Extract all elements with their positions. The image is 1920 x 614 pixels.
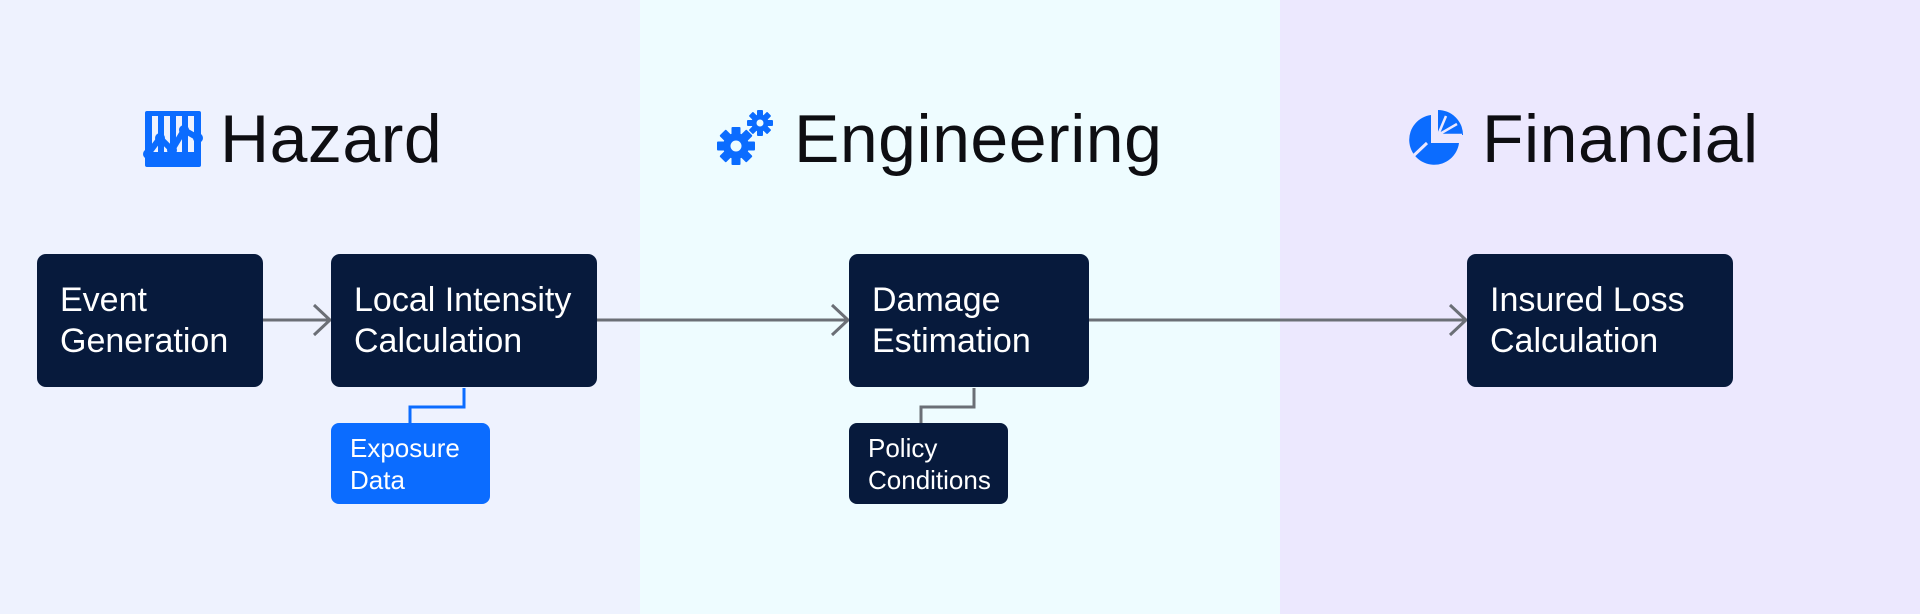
- local-intensity-label: Local Intensity Calculation: [354, 280, 572, 360]
- financial-header: Financial: [1404, 96, 1759, 182]
- damage-estimation-label: Damage Estimation: [872, 280, 1031, 360]
- exposure-data-box[interactable]: Exposure Data: [331, 423, 490, 504]
- event-generation-label: Event Generation: [60, 280, 229, 360]
- damage-estimation-box[interactable]: Damage Estimation: [849, 254, 1089, 387]
- hazard-chart-icon: [143, 111, 203, 167]
- local-intensity-box[interactable]: Local Intensity Calculation: [331, 254, 597, 387]
- pie-chart-icon: [1407, 110, 1463, 165]
- policy-conditions-box[interactable]: Policy Conditions: [849, 423, 1008, 504]
- hazard-header: Hazard: [142, 96, 442, 182]
- financial-title: Financial: [1482, 101, 1759, 177]
- arrowhead-intensity: [312, 303, 333, 337]
- engineering-title: Engineering: [794, 101, 1163, 177]
- arrowhead-damage: [830, 303, 851, 337]
- hazard-title: Hazard: [220, 101, 443, 177]
- insured-loss-box[interactable]: Insured Loss Calculation: [1467, 254, 1733, 387]
- exposure-connector: [408, 388, 466, 424]
- insured-loss-label: Insured Loss Calculation: [1490, 280, 1685, 360]
- gears-icon: [717, 110, 773, 165]
- policy-conditions-label: Policy Conditions: [868, 432, 991, 495]
- engineering-header: Engineering: [716, 96, 1162, 182]
- arrowhead-loss: [1448, 303, 1469, 337]
- policy-connector: [919, 388, 976, 424]
- exposure-data-label: Exposure Data: [350, 432, 460, 495]
- event-generation-box[interactable]: Event Generation: [37, 254, 263, 387]
